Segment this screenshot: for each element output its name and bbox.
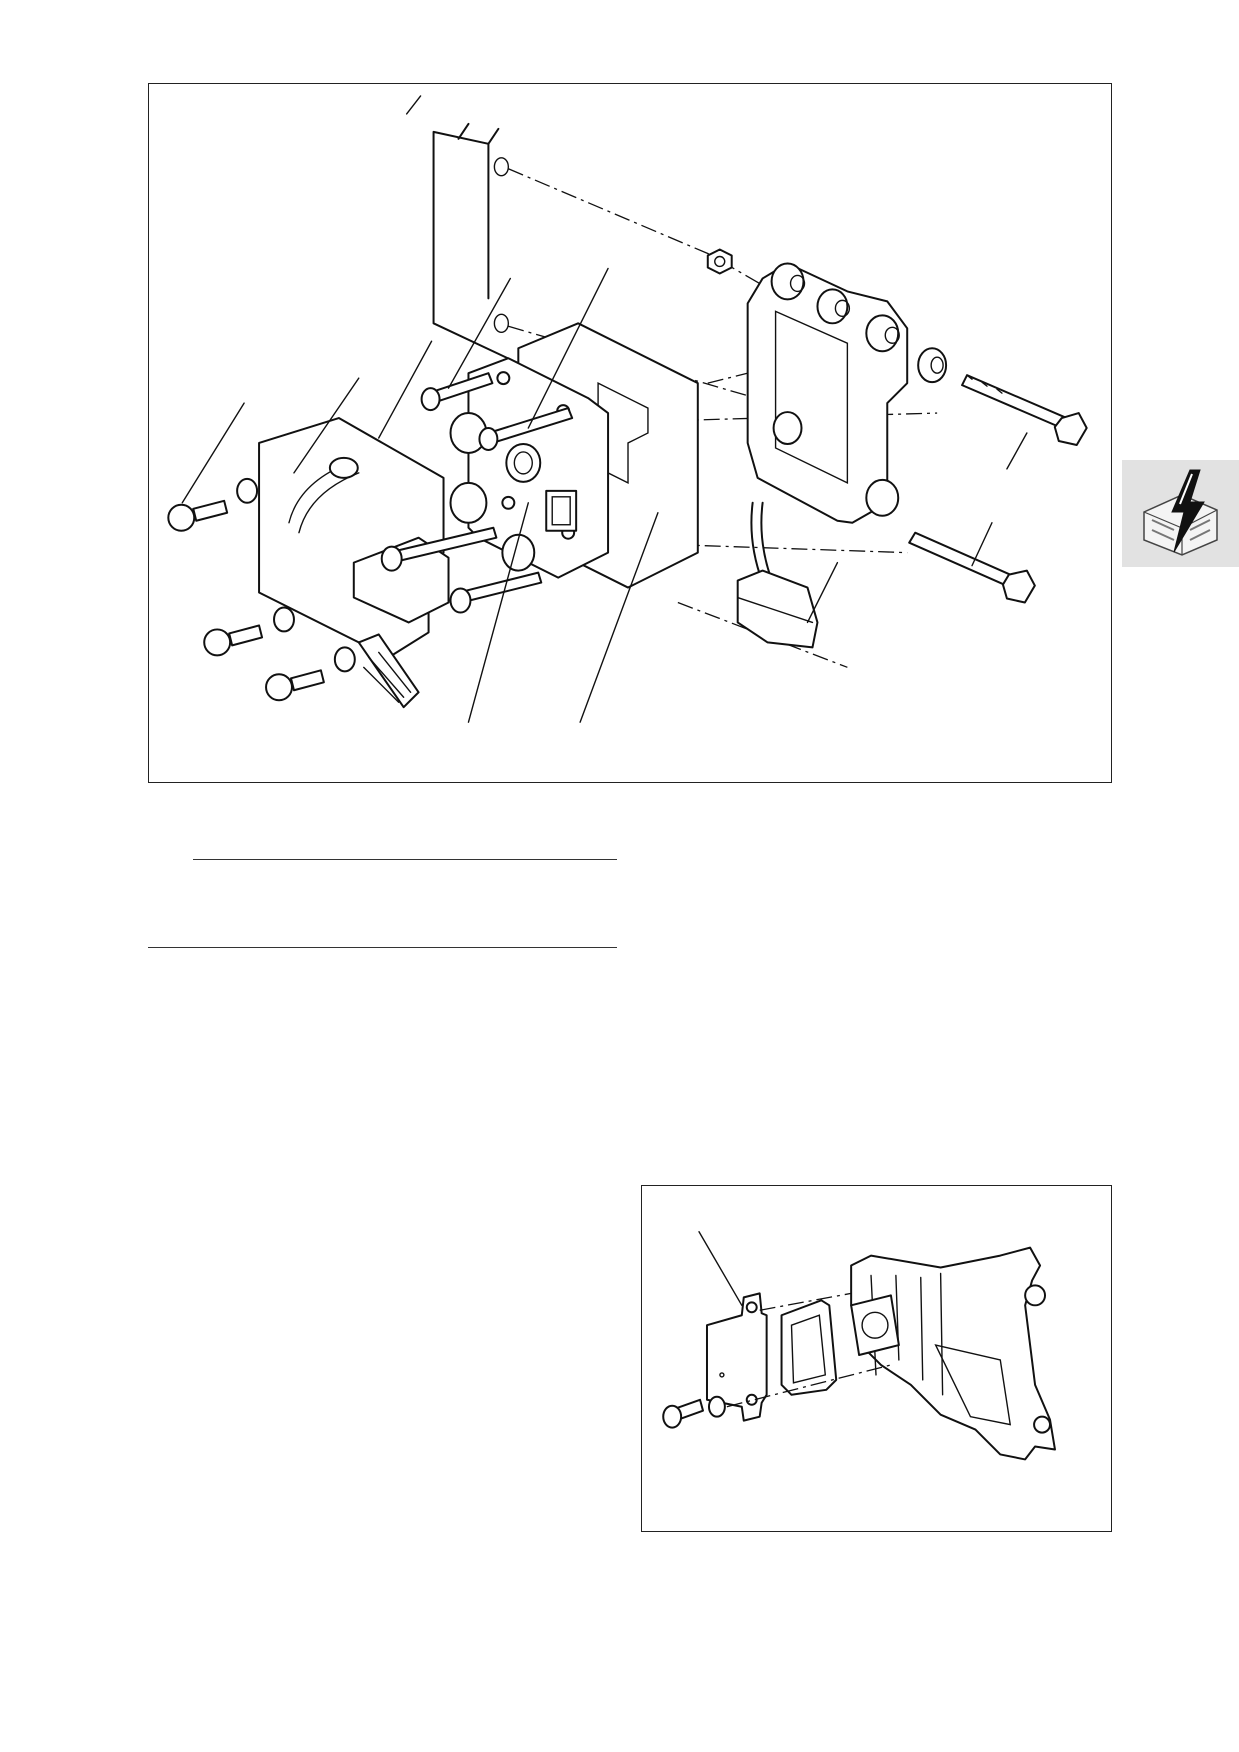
bolt-head-2 <box>203 628 232 657</box>
section-tab <box>1122 460 1239 567</box>
electrical-system-lightning-icon <box>1143 469 1218 556</box>
horizontal-rule-top <box>193 859 617 860</box>
bolt-head-1 <box>167 503 196 532</box>
long-bolt-lower <box>908 531 1018 589</box>
washer-3 <box>333 646 356 673</box>
nut <box>706 248 733 275</box>
horizontal-rule-bottom <box>148 947 617 948</box>
washer-2 <box>273 606 295 633</box>
washer <box>707 1395 726 1418</box>
ground-strap <box>357 633 420 709</box>
connector-plug <box>736 569 819 649</box>
timing-cover-casting <box>850 1246 1056 1461</box>
sensor-port <box>850 1294 900 1357</box>
spacer <box>917 347 948 384</box>
ecu-assembly-exploded-diagram <box>167 95 1088 723</box>
gasket <box>780 1299 838 1396</box>
mounting-plate-diagram <box>641 1185 1112 1532</box>
washer-1 <box>236 477 259 504</box>
backing-panel <box>432 130 520 365</box>
ecu-mounting-plate-exploded-diagram <box>662 1231 1056 1461</box>
mounting-plate <box>705 1292 768 1422</box>
long-bolt-upper <box>961 374 1068 430</box>
bolt-head-3 <box>265 673 293 702</box>
main-exploded-diagram <box>148 83 1112 783</box>
